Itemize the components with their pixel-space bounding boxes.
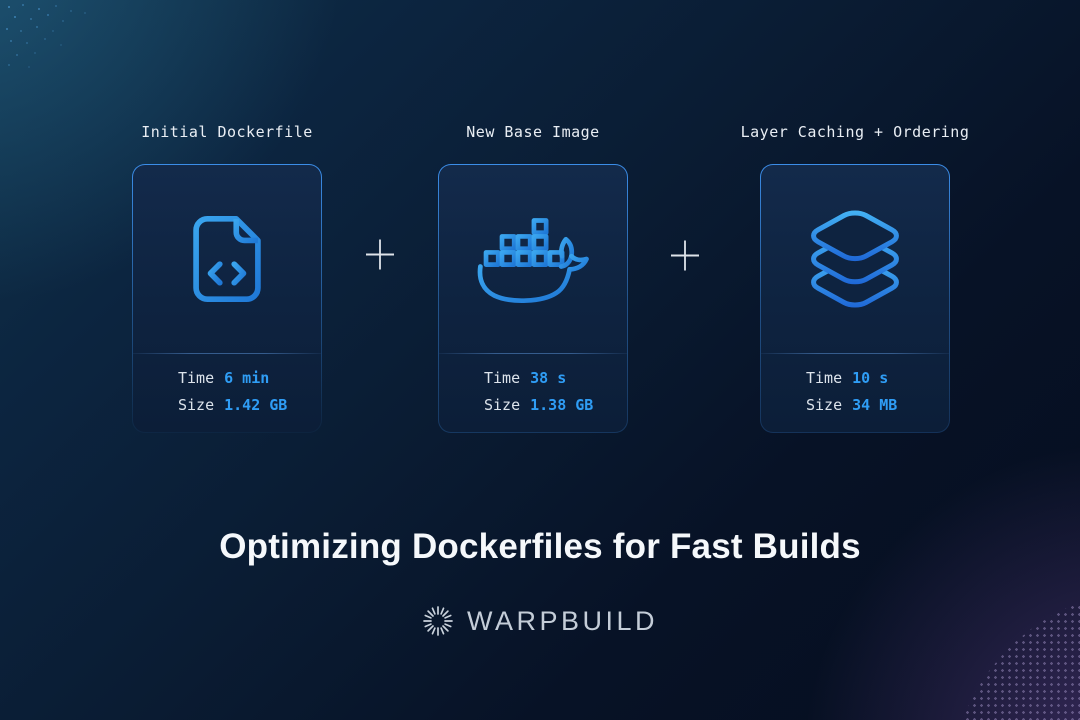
card-stats: Time 10 s Size 34 MB xyxy=(761,354,949,432)
card: Time 38 s Size 1.38 GB xyxy=(438,164,628,433)
brand-logo: WARPBUILD xyxy=(0,605,1080,637)
card: Time 10 s Size 34 MB xyxy=(760,164,950,433)
page-title: Optimizing Dockerfiles for Fast Builds xyxy=(219,527,861,566)
file-code-icon xyxy=(193,215,261,303)
time-label: Time xyxy=(484,369,521,387)
docker-whale-icon xyxy=(477,218,589,303)
card-divider xyxy=(133,353,321,354)
card-title: New Base Image xyxy=(466,123,600,141)
size-label: Size xyxy=(806,396,843,414)
starburst-icon xyxy=(423,606,453,636)
card-divider xyxy=(439,353,627,354)
card-initial-dockerfile: Initial Dockerfile xyxy=(132,123,322,433)
card-title: Layer Caching + Ordering xyxy=(740,123,970,141)
time-label: Time xyxy=(178,369,215,387)
card-divider xyxy=(761,353,949,354)
time-label: Time xyxy=(806,369,843,387)
card-layer-caching-ordering: Layer Caching + Ordering xyxy=(741,123,969,433)
time-value: 38 s xyxy=(530,369,567,387)
size-value: 1.42 GB xyxy=(224,396,288,414)
size-row: Size 1.42 GB xyxy=(178,396,321,414)
size-value: 1.38 GB xyxy=(530,396,594,414)
card-stats: Time 38 s Size 1.38 GB xyxy=(439,354,627,432)
size-label: Size xyxy=(484,396,521,414)
card-title: Initial Dockerfile xyxy=(141,123,313,141)
brand-name: WARPBUILD xyxy=(466,605,659,636)
size-row: Size 34 MB xyxy=(806,396,949,414)
plus-icon xyxy=(670,240,700,277)
corner-dots-decoration xyxy=(0,0,2,2)
card-stats: Time 6 min Size 1.42 GB xyxy=(133,354,321,432)
size-label: Size xyxy=(178,396,215,414)
card: Time 6 min Size 1.42 GB xyxy=(132,164,322,433)
time-row: Time 38 s xyxy=(484,369,627,387)
time-value: 6 min xyxy=(224,369,270,387)
layers-icon xyxy=(797,208,913,310)
card-new-base-image: New Base Image xyxy=(438,123,628,433)
time-row: Time 6 min xyxy=(178,369,321,387)
time-value: 10 s xyxy=(852,369,889,387)
size-value: 34 MB xyxy=(852,396,898,414)
size-row: Size 1.38 GB xyxy=(484,396,627,414)
time-row: Time 10 s xyxy=(806,369,949,387)
plus-icon xyxy=(365,239,395,276)
